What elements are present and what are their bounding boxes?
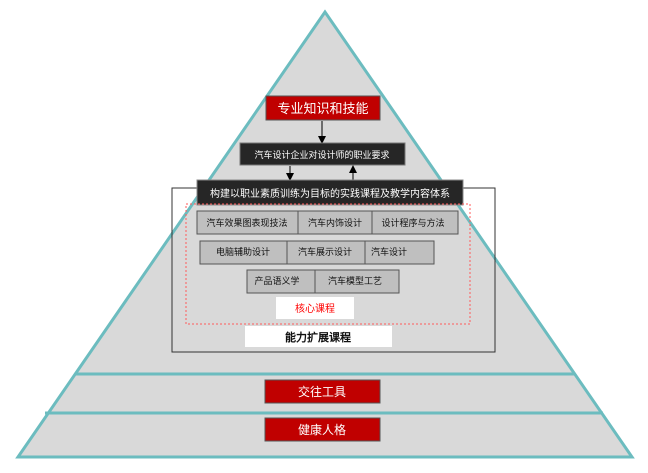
communication-box	[264, 379, 381, 404]
course-item: 汽车展示设计	[298, 246, 352, 258]
extension-label-box	[245, 326, 392, 347]
course-item: 设计程序与方法	[381, 217, 444, 229]
course-row-1: 汽车效果图表现技法 汽车内饰设计 设计程序与方法	[196, 210, 459, 235]
core-label-box	[276, 297, 354, 319]
course-item: 产品语义学	[254, 275, 299, 287]
extension-label: 能力扩展课程	[285, 330, 351, 344]
personality-box	[264, 417, 381, 442]
core-label: 核心课程	[295, 302, 335, 315]
course-item: 汽车效果图表现技法	[206, 217, 287, 229]
communication-label: 交往工具	[298, 384, 346, 399]
course-item: 电脑辅助设计	[216, 246, 270, 258]
core-frame	[185, 203, 471, 325]
requirement-label: 汽车设计企业对设计师的职业要求	[254, 149, 389, 161]
course-item: 汽车内饰设计	[308, 217, 362, 229]
requirement-box	[239, 142, 406, 166]
course-item: 汽车设计	[371, 246, 407, 258]
knowledge-label: 专业知识和技能	[277, 101, 368, 117]
course-row-3: 产品语义学 汽车模型工艺	[246, 269, 400, 294]
system-label: 构建以职业素质训练为目标的实践课程及教学内容体系	[210, 187, 450, 200]
course-row-2: 电脑辅助设计 汽车展示设计 汽车设计	[199, 240, 435, 265]
system-banner	[196, 179, 464, 206]
personality-label: 健康人格	[298, 422, 346, 437]
knowledge-box	[265, 95, 381, 121]
course-item: 汽车模型工艺	[328, 275, 382, 287]
